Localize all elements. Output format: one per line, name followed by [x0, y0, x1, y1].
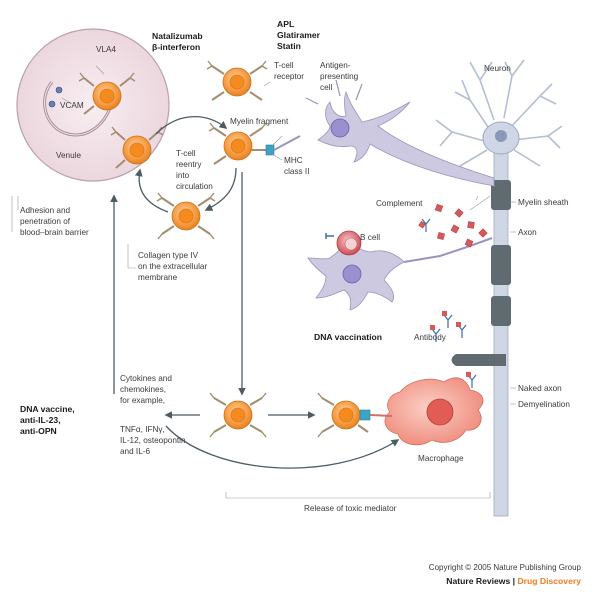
label-reentry-line-2: reentry — [176, 160, 202, 169]
label-adhesion-line-3: blood–brain barrier — [20, 228, 89, 237]
label-natalizumab: Natalizumab — [152, 31, 203, 41]
t-cell-top — [206, 60, 268, 101]
label-apc-line-3: cell — [320, 83, 332, 92]
myelin-sheath-segment — [491, 180, 511, 210]
label-apc-line-1: Antigen- — [320, 61, 351, 70]
label-venule: Venule — [56, 151, 81, 160]
label-dna-vaccine-line-3: anti-OPN — [20, 426, 57, 436]
label-collagen-line-1: Collagen type IV — [138, 251, 199, 260]
demyelinated-sheath — [451, 354, 506, 366]
myelin-sheath-segment — [491, 245, 511, 285]
footer-journal: Nature Reviews | Drug Discovery — [446, 576, 581, 586]
label-beta-interferon: β-interferon — [152, 42, 200, 52]
t-cell-venule-2 — [110, 126, 164, 169]
label-glatiramer: Glatiramer — [277, 30, 321, 40]
label-apl: APL — [277, 19, 294, 29]
label-vcam: VCAM — [60, 101, 84, 110]
arrow-reentry — [204, 167, 237, 211]
b-cell — [325, 230, 362, 256]
macrophage — [384, 377, 484, 446]
label-antibody: Antibody — [414, 333, 447, 342]
label-apc-line-2: presenting — [320, 72, 359, 81]
label-cytokines-line-6: and IL-6 — [120, 447, 150, 456]
label-cytokines-line-4: TNFα, IFNγ, — [120, 425, 165, 434]
label-reentry-line-1: T-cell — [176, 149, 196, 158]
label-cytokines-line-2: chemokines, — [120, 385, 166, 394]
arrow-to-macrophage — [165, 425, 400, 469]
label-cytokines-line-1: Cytokines and — [120, 374, 172, 383]
footer-copyright: Copyright © 2005 Nature Publishing Group — [429, 563, 582, 572]
label-cytokines-line-3: for example, — [120, 396, 165, 405]
myelin-sheath-segment — [491, 296, 511, 326]
arrow-to-myelin-tcell — [155, 116, 228, 135]
footer-section: Drug Discovery — [517, 576, 581, 586]
label-myelin-fragment: Myelin fragment — [230, 117, 289, 126]
vcam-molecule — [55, 86, 63, 94]
leader-lines — [17, 65, 516, 499]
label-demyelination: Demyelination — [518, 400, 570, 409]
t-cell-bottom-left — [209, 392, 267, 438]
label-dna-vaccine-line-1: DNA vaccine, — [20, 404, 75, 414]
label-mhc-line-1: MHC — [284, 156, 303, 165]
arrows — [110, 116, 400, 469]
label-tcell-receptor-line-2: receptor — [274, 72, 304, 81]
label-macrophage: Macrophage — [418, 454, 464, 463]
label-adhesion-line-2: penetration of — [20, 217, 71, 226]
label-reentry-line-4: circulation — [176, 182, 213, 191]
t-cell-bottom-right — [317, 392, 393, 438]
t-cell-reentry — [156, 192, 216, 240]
vcam-molecule — [48, 100, 56, 108]
footer-separator: | — [510, 576, 517, 586]
label-naked-axon: Naked axon — [518, 384, 562, 393]
t-cell-myelin-fragment — [208, 122, 301, 165]
microglial-cell — [307, 230, 493, 311]
antigen-presenting-cell — [305, 79, 495, 187]
footer-journal-name: Nature Reviews — [446, 576, 510, 586]
label-b-cell: B cell — [360, 233, 380, 242]
antibodies — [421, 218, 477, 388]
label-dna-vaccination: DNA vaccination — [314, 332, 382, 342]
label-neuron: Neuron — [484, 64, 511, 73]
label-tcell-receptor-line-1: T-cell — [274, 61, 294, 70]
label-collagen-line-2: on the extracellular — [138, 262, 207, 271]
t-cell-venule-1 — [78, 72, 136, 115]
label-vla4: VLA4 — [96, 45, 116, 54]
mhc-class-ii — [265, 144, 275, 156]
label-cytokines-line-5: IL-12, osteopontin — [120, 436, 186, 445]
label-axon: Axon — [518, 228, 537, 237]
label-release-toxic-mediator: Release of toxic mediator — [304, 504, 397, 513]
neuron-cell-body — [435, 59, 563, 167]
label-reentry-line-3: into — [176, 171, 190, 180]
arrow-back-to-venule — [134, 168, 169, 213]
label-statin: Statin — [277, 41, 301, 51]
label-complement: Complement — [376, 199, 423, 208]
label-dna-vaccine-line-2: anti-IL-23, — [20, 415, 61, 425]
label-adhesion-line-1: Adhesion and — [20, 206, 71, 215]
label-myelin-sheath: Myelin sheath — [518, 198, 569, 207]
label-mhc-line-2: class II — [284, 167, 309, 176]
label-collagen-line-3: membrane — [138, 273, 178, 282]
complement-particles — [418, 203, 488, 248]
